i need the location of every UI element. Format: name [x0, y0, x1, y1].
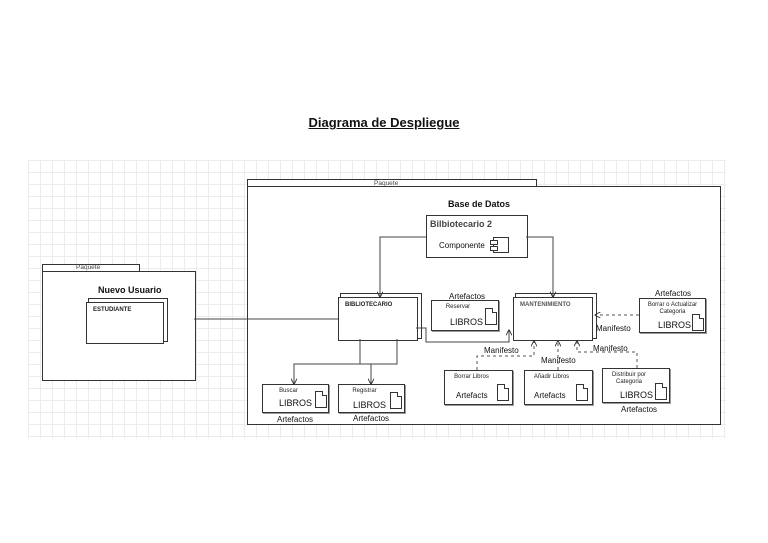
document-icon: [315, 391, 327, 408]
document-icon: [692, 314, 704, 331]
document-icon: [497, 384, 509, 401]
artifact-registrar-top: Registrar: [352, 388, 377, 394]
node-bibliotecario-label: BIBLIOTECARIO: [345, 302, 393, 308]
document-icon: [485, 308, 497, 325]
artifact-registrar[interactable]: Registrar LIBROS: [338, 384, 405, 413]
artifact-caption-buscar: Artefactos: [277, 415, 314, 424]
artifact-buscar[interactable]: Buscar LIBROS: [262, 384, 329, 413]
package-tab-label-left: Paquete: [76, 264, 101, 271]
artifact-reservar-main: LIBROS: [450, 317, 484, 327]
package-label-nuevo-usuario: Nuevo Usuario: [98, 285, 162, 295]
artifact-caption-registrar: Artefactos: [353, 414, 390, 423]
artifact-buscar-main: LIBROS: [279, 398, 313, 408]
connector-bibliotecario-reservar: [416, 327, 509, 343]
node-estudiante[interactable]: ESTUDIANTE: [86, 302, 164, 344]
manifest-label-left: Manifesto: [484, 346, 519, 355]
artifact-buscar-top: Buscar: [279, 388, 298, 394]
artifact-borrar-actualizar-main: LIBROS: [658, 320, 692, 330]
node-estudiante-label: ESTUDIANTE: [93, 307, 132, 313]
connector-bib2-bibliotecario: [380, 236, 426, 297]
component-bibliotecario-2-name: Bilbiotecario 2: [430, 219, 493, 229]
artifact-reservar[interactable]: Reservar LIBROS: [431, 300, 499, 331]
artifact-registrar-main: LIBROS: [353, 400, 387, 410]
manifest-link-borrar-libros: [476, 341, 534, 370]
artifact-borrar-actualizar-top: Borrar o Actualizar Categoria: [647, 302, 698, 315]
node-mantenimiento-label: MANTENIMIENTO: [520, 302, 571, 308]
artifact-caption-borrar-actualizar: Artefactos: [655, 289, 692, 298]
component-icon: [490, 237, 509, 253]
artifact-borrar-libros[interactable]: Borrar Libros Artefacts: [444, 370, 513, 405]
artifact-reservar-top: Reservar: [445, 304, 471, 310]
artifact-borrar-libros-top: Borrar Libros: [454, 374, 489, 380]
diagram-title: Diagrama de Despliegue: [308, 115, 460, 130]
artifact-anadir-libros[interactable]: Añadir Libros Artefacts: [524, 370, 593, 405]
artifact-caption-distribuir: Artefactos: [621, 405, 658, 414]
artifact-caption-reservar: Artefactos: [449, 292, 486, 301]
package-tab-outer: Paquete: [247, 179, 537, 187]
document-icon: [390, 392, 402, 409]
component-bibliotecario-2[interactable]: Bilbiotecario 2 Componente: [426, 215, 528, 258]
artifact-anadir-libros-main: Artefacts: [534, 391, 566, 400]
component-bibliotecario-2-sub: Componente: [439, 241, 485, 250]
connector-bibliotecario-buscar: [294, 339, 398, 384]
manifest-link-distribuir: [577, 341, 638, 368]
manifest-label-mid: Manifesto: [541, 356, 576, 365]
package-tab-label: Paquete: [374, 180, 399, 187]
artifact-distribuir-top: Distribuir por Categoria: [611, 372, 646, 385]
package-tab-left: [42, 264, 140, 272]
document-icon: [576, 384, 588, 401]
artifact-borrar-libros-main: Artefacts: [456, 391, 488, 400]
manifest-label-right: Manifesto: [596, 324, 631, 333]
node-mantenimiento[interactable]: MANTENIMIENTO: [513, 297, 593, 341]
artifact-borrar-actualizar[interactable]: Borrar o Actualizar Categoria LIBROS: [639, 298, 706, 333]
artifact-distribuir-main: LIBROS: [620, 390, 654, 400]
document-icon: [655, 383, 667, 400]
connector-bib2-mantenimiento: [526, 236, 553, 297]
connector-bibliotecario-registrar: [359, 339, 371, 384]
artifact-distribuir[interactable]: Distribuir por Categoria LIBROS: [602, 368, 670, 403]
package-label-base-de-datos: Base de Datos: [448, 199, 511, 209]
artifact-anadir-libros-top: Añadir Libros: [533, 374, 570, 380]
manifest-label-far: Manifesto: [593, 344, 628, 353]
